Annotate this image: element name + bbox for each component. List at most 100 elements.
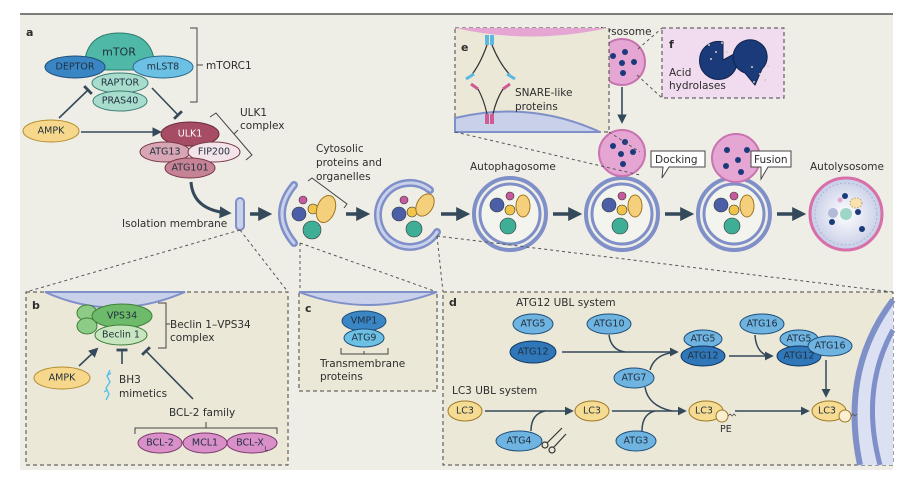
mtorc1-label: mTORC1 [206, 60, 252, 72]
docking-callout [650, 150, 706, 179]
mcl1-label: MCL1 [192, 438, 218, 449]
atg3-label: ATG3 [624, 436, 649, 447]
scissors-icon [541, 427, 567, 454]
mlst8-label: mLST8 [147, 62, 179, 73]
atg12-system-arrows [562, 334, 831, 398]
bh3-molecule-icon [103, 369, 112, 401]
raptor-label: RAPTOR [101, 78, 140, 89]
pe-label: PE [720, 424, 732, 435]
panel-c-label: c [305, 302, 312, 315]
ulk1-complex-label-1: ULK1 [240, 107, 267, 119]
isolation-membrane-label: Isolation membrane [122, 218, 227, 230]
bh3-label-1: BH3 [119, 374, 141, 386]
mtorc1-complex: mTOR DEPTOR mLST8 RAPTOR PRAS40 [44, 32, 194, 112]
snare-label-1: SNARE-like [515, 87, 572, 99]
cargo-label-3: organelles [316, 171, 371, 183]
lc3-system-arrows [485, 386, 810, 432]
lysosome-fusion [711, 133, 761, 183]
atg101-ellipse [164, 157, 216, 179]
autophagosome-fusion [696, 176, 772, 252]
autophagosome-label: Autophagosome [470, 161, 556, 173]
atg12-system-label: ATG12 UBL system [516, 297, 616, 309]
lysosome-docking [598, 129, 646, 177]
cargo-label-1: Cytosolic [316, 143, 364, 155]
lipid-tail-icon [727, 413, 858, 417]
mtorc1-inhibits-ulk1 [151, 87, 184, 120]
atg12-system-nodes [509, 313, 853, 389]
lc3-membrane-label: LC3 [818, 406, 836, 417]
atg9-label: ATG9 [352, 333, 377, 344]
lc3-label-1: LC3 [456, 406, 474, 417]
cargo-2 [391, 193, 435, 238]
atg7-label: ATG7 [622, 373, 647, 384]
ampk-label-a: AMPK [38, 126, 65, 137]
hydrolases-label-1: Acid [669, 67, 691, 79]
beclin1-label: Beclin 1 [102, 330, 140, 341]
cargo-bracket [307, 177, 348, 209]
ampk-label-b: AMPK [49, 373, 76, 384]
transmembrane-bracket [340, 348, 389, 355]
atg12-complex-label: ATG12 [783, 351, 814, 362]
beclin-complex-bracket [158, 302, 170, 349]
panel-a-label: a [26, 26, 33, 39]
ulk1-label: ULK1 [178, 129, 203, 140]
ulk1-bracket [209, 112, 253, 161]
mtor-label: mTOR [102, 46, 136, 59]
autophagosome-docking [584, 176, 660, 252]
vmp1-label: VMP1 [351, 316, 377, 327]
docking-label: Docking [655, 154, 698, 166]
atg4-label: ATG4 [507, 436, 532, 447]
mlst8-ellipse [132, 55, 194, 79]
bcl2-family-label: BCL-2 family [169, 407, 235, 419]
atg10-label: ATG10 [593, 319, 624, 330]
cargo-label-2: proteins and [316, 157, 382, 169]
atg12-label: ATG12 [517, 347, 548, 358]
ampk-ellipse-b [33, 366, 91, 390]
atg12-conj-label: ATG12 [687, 351, 718, 362]
cargo-1 [291, 194, 337, 240]
ulk1-complex-label-2: complex [240, 120, 285, 132]
beclin-complex-label-1: Beclin 1–VPS34 [170, 319, 251, 331]
bclx-subscript: L [264, 446, 268, 453]
hydrolases-label-2: hydrolases [669, 80, 726, 92]
isolation-membrane [235, 197, 245, 231]
ampk-inhibits-raptor [58, 84, 93, 119]
bclx-label: BCL-X [236, 438, 264, 449]
lc3-pe-label: LC3 [695, 406, 713, 417]
atg5-conj-label: ATG5 [691, 334, 716, 345]
pras40-ellipse [92, 90, 148, 112]
panel-e-zoom-lines [454, 131, 641, 176]
panel-d-label: d [449, 296, 457, 309]
bh3-label-2: mimetics [119, 388, 167, 400]
ulk1-complex: ULK1 ATG13 FIP200 ATG101 [139, 121, 241, 179]
ulk1-to-membrane-arrow [189, 181, 232, 219]
ulk1-ellipse [160, 121, 220, 147]
lc3-system-nodes [447, 400, 852, 452]
beclin-complex-label-2: complex [170, 332, 215, 344]
atg101-label: ATG101 [171, 163, 208, 174]
lc3-label-2: LC3 [583, 406, 601, 417]
lysosome-label: Lysosome [600, 26, 652, 38]
autolysosome [808, 176, 884, 252]
panel-e-label: e [461, 41, 468, 54]
ampk-activates-beclin [78, 347, 99, 367]
bcl2-label: BCL-2 [146, 438, 174, 449]
autolysosome-label: Autolysosome [810, 161, 884, 173]
panel-e [454, 27, 610, 133]
atg16-complex-label: ATG16 [814, 341, 845, 352]
bcl2-inhibits-beclin [141, 346, 194, 400]
fusion-label: Fusion [754, 154, 788, 166]
atg16-label: ATG16 [746, 319, 777, 330]
snare-label-2: proteins [515, 101, 558, 113]
bcl2-bracket [134, 422, 278, 434]
deptor-label: DEPTOR [56, 62, 95, 73]
autophagosome [472, 176, 548, 252]
transmembrane-label-2: proteins [320, 371, 363, 383]
bcl2-members [137, 432, 278, 454]
panel-b-label: b [32, 299, 40, 312]
deptor-ellipse [44, 55, 106, 79]
fusion-callout [750, 150, 792, 181]
panel-c [298, 291, 438, 392]
atg5-complex-label: ATG5 [787, 334, 812, 345]
